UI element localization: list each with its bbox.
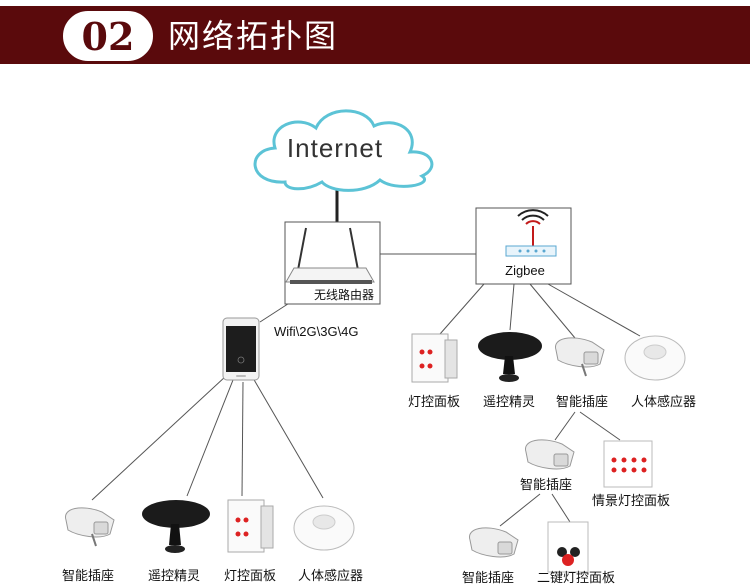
smart-socket-icon bbox=[555, 337, 605, 377]
scene-panel-icon bbox=[603, 440, 653, 488]
router-label: 无线路由器 bbox=[314, 287, 374, 302]
device-label: 二键灯控面板 bbox=[537, 571, 616, 586]
two-key-panel-icon bbox=[547, 521, 589, 573]
remote-controller-icon bbox=[142, 500, 210, 553]
section-title: 网络拓扑图 bbox=[168, 17, 339, 55]
device-label: 人体感应器 bbox=[298, 569, 364, 584]
device-label: 人体感应器 bbox=[631, 395, 697, 410]
zigbee-label: Zigbee bbox=[505, 263, 545, 278]
device-label: 智能插座 bbox=[62, 569, 115, 584]
device-label: 遥控精灵 bbox=[148, 569, 201, 584]
device-label: 灯控面板 bbox=[408, 395, 461, 410]
header-banner: 02 网络拓扑图 bbox=[0, 6, 750, 64]
section-number-badge: 02 bbox=[60, 8, 156, 64]
device-label: 智能插座 bbox=[556, 395, 609, 410]
motion-sensor-icon bbox=[293, 505, 355, 551]
internet-cloud-icon bbox=[253, 109, 434, 192]
device-label: 遥控精灵 bbox=[483, 395, 536, 410]
device-label: 情景灯控面板 bbox=[592, 494, 671, 509]
motion-sensor-icon bbox=[624, 335, 686, 381]
router-box bbox=[284, 221, 381, 305]
smart-socket-icon bbox=[525, 439, 575, 470]
light-panel-icon bbox=[227, 499, 274, 553]
light-panel-icon bbox=[411, 333, 458, 383]
remote-controller-icon bbox=[478, 332, 542, 382]
zigbee-gateway-box bbox=[475, 207, 572, 285]
device-label: 灯控面板 bbox=[224, 569, 277, 584]
phone-link-label: Wifi\2G\3G\4G bbox=[274, 324, 359, 339]
connection-lines bbox=[91, 185, 641, 527]
device-label: 智能插座 bbox=[462, 571, 515, 586]
smart-socket-icon bbox=[65, 507, 115, 547]
smart-socket-icon bbox=[469, 527, 519, 558]
smartphone-icon bbox=[222, 317, 260, 381]
internet-label: Internet bbox=[287, 133, 383, 163]
device-label: 智能插座 bbox=[520, 478, 573, 493]
